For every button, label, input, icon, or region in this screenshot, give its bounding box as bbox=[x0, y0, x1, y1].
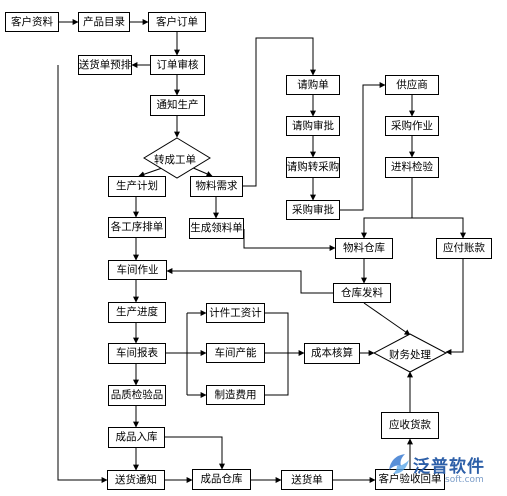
arrow-demand-to-request bbox=[243, 37, 316, 187]
node-payable: 应付账款 bbox=[436, 238, 492, 259]
arrow-purchase-approval-to-supplier bbox=[340, 82, 386, 211]
arrow-payable-to-finance bbox=[445, 259, 464, 355]
arrow-storage-to-warehouse bbox=[165, 436, 225, 470]
arrow-schedule-to-notice bbox=[57, 65, 108, 483]
watermark-brand: 泛普软件 bbox=[413, 457, 485, 477]
arrow-diamond-to-demand bbox=[190, 166, 213, 177]
node-incoming-inspection: 进料检验 bbox=[385, 157, 439, 178]
node-generate-picking: 生成领料单 bbox=[189, 218, 244, 239]
node-supplier: 供应商 bbox=[385, 75, 439, 95]
node-workshop-operation: 车间作业 bbox=[108, 260, 167, 280]
node-workshop-report: 车间报表 bbox=[108, 343, 166, 364]
node-material-warehouse: 物料仓库 bbox=[335, 238, 393, 259]
node-request-to-purchase: 请购转采购 bbox=[286, 157, 340, 178]
node-order-review: 订单审核 bbox=[150, 55, 205, 75]
finance-label: 财务处理 bbox=[389, 349, 431, 361]
node-customer-info: 客户资料 bbox=[5, 12, 59, 32]
decision-diamond bbox=[143, 137, 211, 179]
node-delivery-note: 送货单 bbox=[281, 470, 333, 490]
decision-label: 转成工单 bbox=[154, 154, 196, 166]
fanpu-logo-icon bbox=[389, 454, 409, 474]
node-finished-warehouse: 成品仓库 bbox=[192, 469, 251, 490]
node-customer-order: 客户订单 bbox=[148, 12, 206, 32]
arrow-picking-to-material-warehouse bbox=[243, 229, 336, 251]
node-delivery-notice: 送货通知 bbox=[107, 470, 165, 490]
watermark: 泛普软件 soft.com bbox=[383, 448, 503, 492]
node-purchase-request: 请购单 bbox=[286, 75, 340, 95]
node-manufacturing-cost: 制造费用 bbox=[206, 385, 265, 405]
node-piecework-wage: 计件工资计 bbox=[206, 303, 265, 323]
node-workshop-output: 车间产能 bbox=[206, 343, 265, 363]
node-production-plan: 生产计划 bbox=[108, 176, 166, 197]
node-purchase-approval: 采购审批 bbox=[286, 200, 340, 220]
node-delivery-schedule: 送货单预排 bbox=[78, 55, 132, 75]
node-product-catalog: 产品目录 bbox=[78, 12, 130, 32]
node-notify-production: 通知生产 bbox=[150, 95, 205, 116]
node-finished-storage: 成品入库 bbox=[108, 427, 165, 448]
node-customer-receipt: 客户验收回单 bbox=[375, 469, 445, 490]
finance-diamond bbox=[372, 333, 448, 373]
node-process-scheduling: 各工序排单 bbox=[108, 217, 166, 238]
node-cost-accounting: 成本核算 bbox=[304, 343, 360, 364]
arrow-issue-to-workshop bbox=[166, 268, 333, 294]
node-warehouse-issue: 仓库发料 bbox=[333, 283, 391, 303]
arrow-issue-to-finance bbox=[363, 302, 411, 336]
watermark-url: soft.com bbox=[445, 475, 484, 485]
node-material-demand: 物料需求 bbox=[190, 176, 243, 197]
node-request-approval: 请购审批 bbox=[286, 116, 340, 136]
arrow-inspection-to-material-warehouse bbox=[361, 178, 413, 239]
line-bracket-right bbox=[265, 312, 289, 396]
arrow-inspection-to-payable bbox=[412, 217, 466, 239]
node-quality-inspection: 品质检验品 bbox=[108, 385, 166, 406]
node-receivable: 应收货款 bbox=[381, 412, 439, 439]
node-production-progress: 生产进度 bbox=[108, 302, 166, 323]
node-purchase-operation: 采购作业 bbox=[385, 116, 439, 136]
